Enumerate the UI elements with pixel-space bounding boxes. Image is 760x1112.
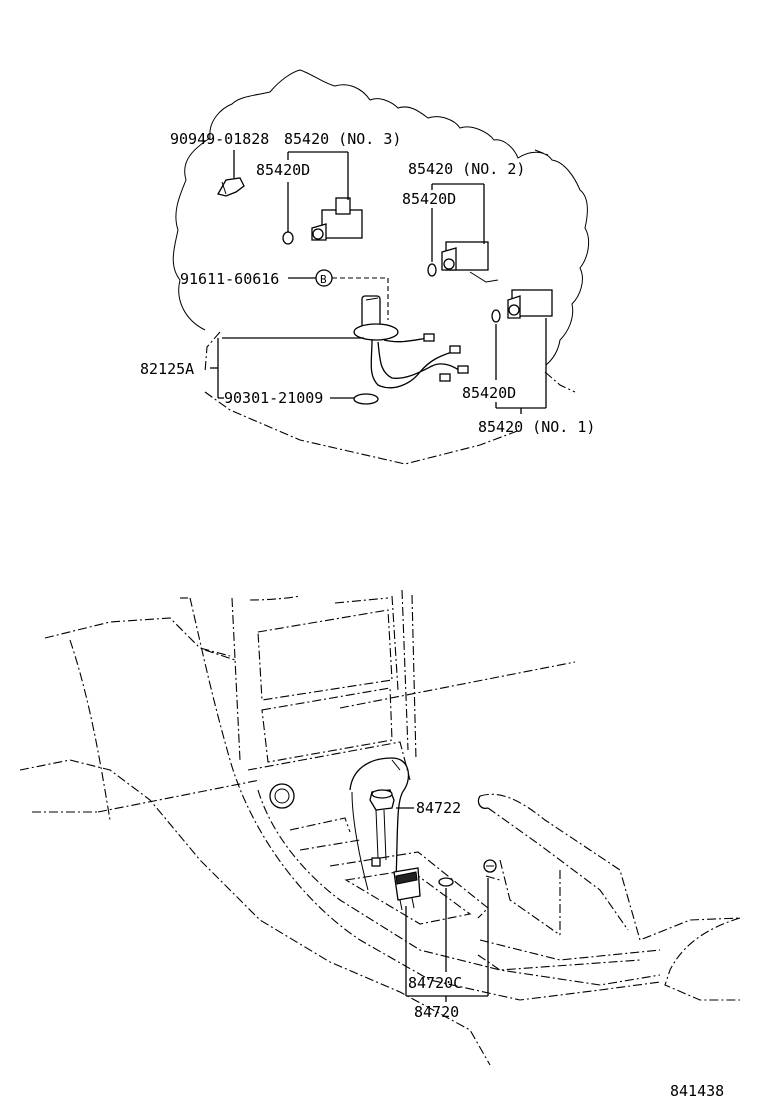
label-84720: 84720 [414,1003,459,1021]
harness-82125A [210,295,469,398]
label-84722: 84722 [416,799,461,817]
diagram-id: 841438 [670,1082,724,1100]
label-85420-no3: 85420 (NO. 3) [284,130,401,148]
sensor-85420-no3 [282,151,363,245]
label-90301-21009: 90301-21009 [224,389,323,407]
switch-84720 [393,867,489,1002]
console-view [19,589,741,1066]
socket-84722 [369,789,414,867]
label-82125A: 82125A [140,360,194,378]
oring-90301 [218,393,379,405]
label-85420-no1: 85420 (NO. 1) [478,418,595,436]
label-85420-no2: 85420 (NO. 2) [408,160,525,178]
sensor-85420-no2 [427,183,499,283]
sensor-85420-no1 [491,289,553,414]
label-85420D-c: 85420D [462,384,516,402]
bolt-91611: B [288,269,389,320]
clip-90949 [217,150,245,197]
marker-b-text: B [320,273,327,286]
label-91611-60616: 91611-60616 [180,270,279,288]
label-85420D-a: 85420D [256,161,310,179]
label-85420D-b: 85420D [402,190,456,208]
label-90949-01828: 90949-01828 [170,130,269,148]
label-84720C: 84720C [408,974,462,992]
transmission-outline [172,69,590,465]
